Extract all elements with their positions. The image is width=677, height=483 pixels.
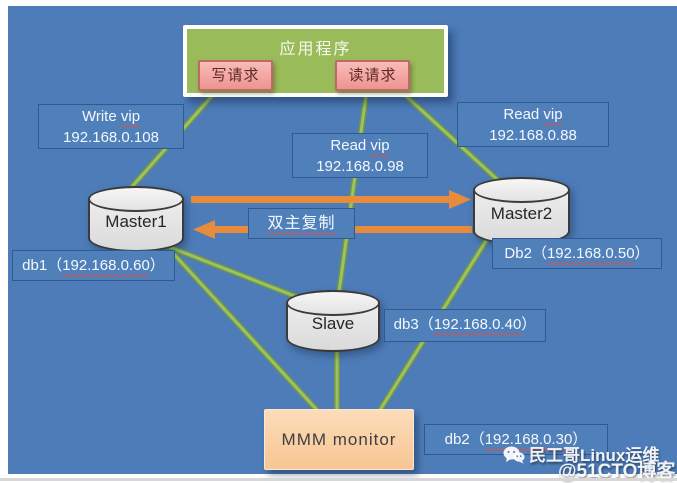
line-read-to-slave-hl (337, 94, 368, 294)
watermark-author-text: 民工哥Linux运维 (529, 446, 660, 465)
slave-cylinder-top (286, 290, 380, 316)
line-master1-to-slave-hl (165, 244, 299, 299)
image-bottom-border (0, 478, 677, 481)
arrow-master1-to-master2-head (449, 190, 471, 209)
wechat-icon (503, 446, 525, 469)
read-vip-center-ip: 192.168.0.98 (316, 158, 404, 175)
watermark-author: 民工哥Linux运维 (503, 441, 659, 469)
arrow-master1-to-master2-shaft (191, 196, 449, 203)
master1-label: Master1 (105, 212, 167, 232)
write-request-box: 写请求 (198, 60, 273, 91)
write-vip-label: Write vip 192.168.0.108 (38, 104, 184, 149)
arrow-master2-to-master1-head (193, 220, 215, 239)
read-vip-center-line1: Read vip (330, 137, 390, 154)
read-request-box: 读请求 (335, 60, 410, 91)
read-vip-center-label: Read vip 192.168.0.98 (292, 133, 428, 178)
watermark-site: @51CTO博客 (558, 461, 676, 482)
dual-master-replication-label: 双主复制 (248, 208, 355, 239)
slave-label: Slave (311, 314, 355, 334)
slave-node: Slave (286, 290, 380, 352)
application-box: 应用程序 写请求 读请求 (183, 25, 448, 97)
application-title: 应用程序 (279, 41, 352, 58)
read-vip-right-label: Read vip 192.168.0.88 (457, 102, 609, 147)
db1-ip-label: db1（192.168.0.60） (12, 250, 175, 281)
line-master1-to-monitor-hl (169, 249, 319, 412)
master1-cylinder-top (88, 186, 184, 212)
master1-node: Master1 (88, 186, 184, 252)
db2-master-ip-label: Db2（192.168.0.50） (492, 238, 662, 269)
read-vip-right-line1: Read vip (503, 106, 563, 123)
mmm-monitor-box: MMM monitor (264, 409, 414, 470)
line-read-to-master2-hl (404, 94, 502, 184)
master2-label: Master2 (490, 204, 553, 224)
master2-cylinder-top (473, 177, 570, 203)
write-vip-ip: 192.168.0.108 (63, 129, 159, 146)
write-vip-line1: Write vip (81, 108, 141, 125)
db3-ip-label: db3（192.168.0.40） (384, 309, 546, 342)
read-vip-right-ip: 192.168.0.88 (489, 127, 577, 144)
master2-node: Master2 (473, 177, 570, 245)
